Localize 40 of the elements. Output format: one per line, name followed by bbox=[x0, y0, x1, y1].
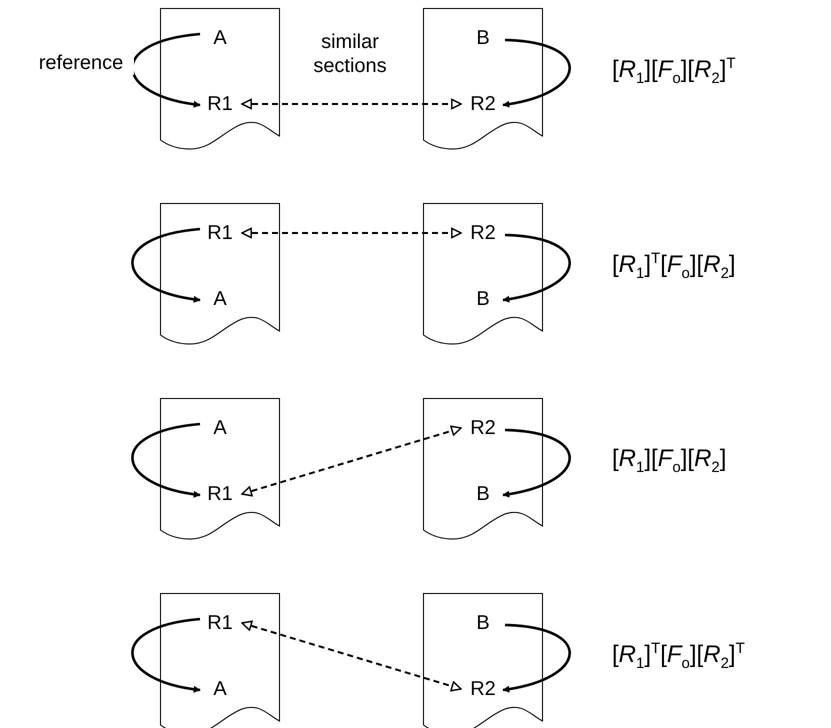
document-shape bbox=[160, 8, 280, 150]
dashed-double-arrow bbox=[241, 426, 462, 496]
matrix-formula: [R$_{1}$][F$_{o}$][R$_{2}$]$^{T}$ bbox=[612, 55, 736, 87]
dashed-double-arrow bbox=[241, 98, 462, 110]
matrix-formula: [R$_{1}$]$^{T}$[F$_{o}$][R$_{2}$]$^{T}$ bbox=[612, 640, 745, 672]
curved-arrow bbox=[502, 624, 571, 692]
document-shape bbox=[423, 8, 543, 150]
curved-arrow bbox=[131, 32, 201, 108]
document-shape bbox=[423, 203, 543, 345]
section-label: R1 bbox=[202, 220, 238, 246]
section-label: A bbox=[202, 415, 238, 441]
section-label: R1 bbox=[202, 91, 238, 117]
document-shape bbox=[423, 593, 543, 728]
curved-arrow bbox=[502, 38, 571, 108]
curved-arrow bbox=[502, 428, 571, 498]
section-label: A bbox=[202, 676, 238, 702]
document-shape bbox=[160, 593, 280, 728]
section-label: B bbox=[465, 286, 501, 312]
section-label: A bbox=[202, 286, 238, 312]
dashed-double-arrow bbox=[241, 228, 462, 238]
curved-arrow bbox=[131, 228, 201, 302]
document-shape bbox=[423, 398, 543, 540]
section-label: R2 bbox=[465, 220, 501, 246]
document-shape bbox=[160, 398, 280, 540]
matrix-formula: [R$_{1}$][F$_{o}$][R$_{2}$] bbox=[612, 445, 726, 476]
section-label: R1 bbox=[202, 610, 238, 636]
section-label: B bbox=[465, 25, 501, 51]
section-label: B bbox=[465, 481, 501, 507]
section-label: B bbox=[465, 610, 501, 636]
section-label: R2 bbox=[465, 91, 501, 117]
section-label: A bbox=[202, 25, 238, 51]
curved-arrow bbox=[131, 422, 201, 498]
curved-arrow bbox=[502, 234, 571, 302]
section-label: R1 bbox=[202, 481, 238, 507]
section-label: R2 bbox=[465, 415, 501, 441]
document-shape bbox=[160, 203, 280, 345]
dashed-double-arrow bbox=[241, 620, 462, 692]
curved-arrow bbox=[131, 618, 201, 692]
section-label: R2 bbox=[465, 676, 501, 702]
matrix-formula: [R$_{1}$]$^{T}$[F$_{o}$][R$_{2}$] bbox=[612, 250, 736, 282]
